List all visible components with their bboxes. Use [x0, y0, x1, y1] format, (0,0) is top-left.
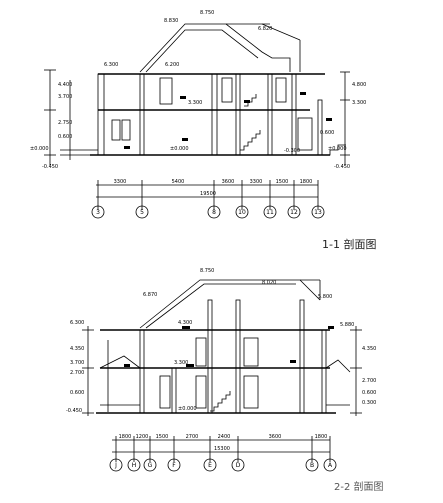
axis-label: B — [310, 462, 314, 469]
level-label: 0.600 — [320, 130, 334, 136]
dimension-text: 5400 — [172, 179, 185, 185]
section-title: 2-2 剖面图 — [334, 480, 384, 493]
axis-label: 3 — [96, 209, 100, 216]
level-label: ±0.000 — [178, 406, 197, 412]
axis-label: 11 — [266, 209, 274, 216]
roof-outline — [139, 279, 321, 329]
dimension-text: 2400 — [218, 434, 231, 440]
level-label: -0.300 — [284, 148, 300, 154]
window — [243, 337, 259, 367]
level-label: -0.450 — [42, 164, 58, 170]
dimension-text: 1800 — [300, 179, 313, 185]
window — [243, 375, 259, 409]
level-label: -0.450 — [66, 408, 82, 414]
left-wall — [97, 73, 105, 156]
level-label: 6.820 — [258, 26, 272, 32]
window — [275, 77, 287, 103]
level-label: 3.700 — [58, 94, 72, 100]
dimension-text: 1500 — [276, 179, 289, 185]
axis-label: H — [132, 462, 137, 469]
level-label: 2.750 — [58, 120, 72, 126]
level-label: 6.200 — [165, 62, 179, 68]
dimension-text: 3600 — [222, 179, 235, 185]
level-label: 4.350 — [70, 346, 84, 352]
level-label: 2.700 — [362, 378, 376, 384]
level-label: 4.350 — [362, 346, 376, 352]
level-label: 5.800 — [318, 294, 332, 300]
level-label: -0.450 — [334, 164, 350, 170]
axis-label: A — [328, 462, 333, 469]
level-label: 3.300 — [352, 100, 366, 106]
level-label: 3.300 — [188, 100, 202, 106]
axis-label: 10 — [238, 209, 246, 216]
dimension-text: 1200 — [136, 434, 149, 440]
dimension-total: 19500 — [200, 191, 216, 197]
axis-label: 12 — [290, 209, 298, 216]
level-label: ±0.000 — [328, 146, 347, 152]
window — [195, 337, 207, 367]
axis-label: 13 — [314, 209, 322, 216]
level-label: 0.300 — [362, 400, 376, 406]
axis-bubbles-2: J H G F E D B A — [109, 458, 337, 472]
level-label: 8.750 — [200, 268, 214, 274]
window — [221, 77, 233, 103]
axis-label: E — [208, 462, 212, 469]
dimension-text: 1800 — [119, 434, 132, 440]
section-1-1: 3 5 8 10 11 12 13 3300 5400 3600 3300 15… — [30, 10, 376, 251]
level-label: 4.800 — [352, 82, 366, 88]
stair — [240, 130, 261, 151]
window — [121, 119, 131, 141]
level-label: 6.300 — [70, 320, 84, 326]
stair — [210, 391, 231, 412]
level-label: 6.300 — [104, 62, 118, 68]
dimension-text: 3300 — [114, 179, 127, 185]
dimension-text: 3600 — [269, 434, 282, 440]
window — [159, 375, 171, 409]
window — [111, 119, 121, 141]
section-2-2: J H G F E D B A 1800 1200 1500 2700 2400… — [66, 268, 384, 493]
axis-bubbles-1: 3 5 8 10 11 12 13 — [91, 205, 325, 219]
level-label: 2.700 — [70, 370, 84, 376]
level-label: 0.600 — [70, 390, 84, 396]
axis-label: F — [172, 462, 176, 469]
axis-label: 5 — [140, 209, 144, 216]
dimension-text: 1500 — [156, 434, 169, 440]
level-label: 5.880 — [340, 322, 354, 328]
level-label: ±0.000 — [30, 146, 49, 152]
level-label: 8.750 — [200, 10, 214, 16]
dimension-total: 15300 — [214, 446, 230, 452]
dimension-text: 2700 — [186, 434, 199, 440]
axis-label: D — [236, 462, 241, 469]
roof-outline — [139, 23, 291, 73]
axis-label: 8 — [212, 209, 216, 216]
level-label: 8.020 — [262, 280, 276, 286]
level-label: 3.700 — [70, 360, 84, 366]
dimension-text: 1800 — [315, 434, 328, 440]
level-label: ±0.000 — [170, 146, 189, 152]
door — [297, 117, 313, 151]
level-label: 0.600 — [362, 390, 376, 396]
level-label: 4.400 — [58, 82, 72, 88]
level-label: 4.300 — [178, 320, 192, 326]
level-label: 0.600 — [58, 134, 72, 140]
axis-label: G — [148, 462, 153, 469]
axis-label: J — [114, 462, 117, 469]
level-label: 8.830 — [164, 18, 178, 24]
level-label: 3.300 — [174, 360, 188, 366]
dimension-text: 3300 — [250, 179, 263, 185]
level-label: 6.870 — [143, 292, 157, 298]
section-title: 1-1 剖面图 — [322, 237, 376, 251]
window — [195, 375, 207, 409]
window — [159, 77, 173, 105]
